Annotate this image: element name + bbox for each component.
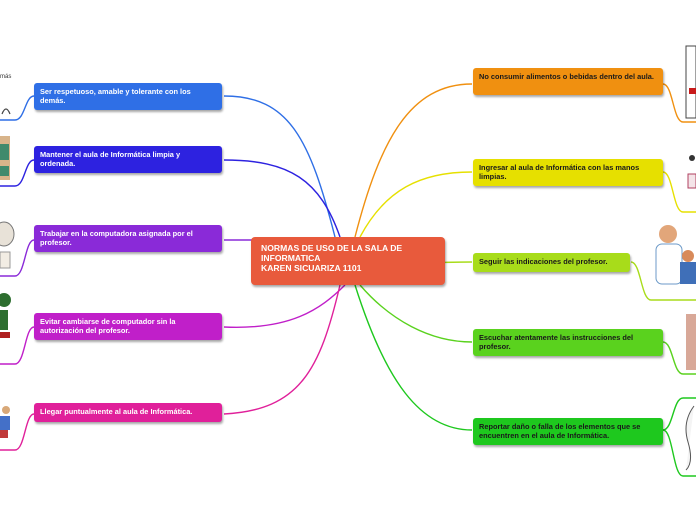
topic-label: Reportar daño o falla de los elementos q… [479,422,640,440]
edge-text-top-left: más [0,74,11,80]
topic-label: No consumir alimentos o bebidas dentro d… [479,72,654,81]
report-clipart-icon [682,402,696,472]
no-food-clipart-icon [684,44,696,120]
topic-no-switching[interactable]: Evitar cambiarse de computador sin la au… [34,313,222,340]
topic-label: Trabajar en la computadora asignada por … [40,229,193,247]
link-left-1 [224,96,335,237]
teacher-clipart-icon [650,222,696,298]
topic-label: Ser respetuoso, amable y tolerante con l… [40,87,191,105]
topic-assigned-computer[interactable]: Trabajar en la computadora asignada por … [34,225,222,252]
central-title-line-1: NORMAS DE USO DE LA SALA DE [261,243,435,253]
topic-label: Mantener el aula de Informática limpia y… [40,150,180,168]
link-right-1 [355,84,472,237]
topic-respect[interactable]: Ser respetuoso, amable y tolerante con l… [34,83,222,110]
topic-label: Evitar cambiarse de computador sin la au… [40,317,176,335]
topic-listen[interactable]: Escuchar atentamente las instrucciones d… [473,329,663,356]
topic-follow-instructions[interactable]: Seguir las indicaciones del profesor. [473,253,630,272]
running-student-clipart-icon [0,402,14,444]
topic-no-food[interactable]: No consumir alimentos o bebidas dentro d… [473,68,663,95]
central-topic[interactable]: NORMAS DE USO DE LA SALA DE INFORMATICA … [251,237,445,285]
topic-label: Ingresar al aula de Informática con las … [479,163,639,181]
link-right-5 [355,285,472,430]
topic-clean-room[interactable]: Mantener el aula de Informática limpia y… [34,146,222,173]
topic-label: Llegar puntualmente al aula de Informáti… [40,407,192,416]
topic-label: Escuchar atentamente las instrucciones d… [479,333,633,351]
link-left-4 [224,285,345,327]
central-title-line-2: INFORMATICA [261,253,435,263]
topic-clean-hands[interactable]: Ingresar al aula de Informática con las … [473,159,663,186]
hand-wash-clipart-icon [684,150,696,208]
listening-clipart-icon [686,312,696,372]
link-right-4 [360,285,472,342]
central-title-line-3: KAREN SICUARIZA 1101 [261,263,435,273]
chair-clipart-icon [0,290,14,356]
topic-label: Seguir las indicaciones del profesor. [479,257,608,266]
topic-report-damage[interactable]: Reportar daño o falla de los elementos q… [473,418,663,445]
link-right-2 [360,172,472,237]
link-left-2 [224,160,340,237]
classroom-clipart-icon [0,134,12,184]
respect-clipart-icon [0,100,12,118]
computer-clipart-icon [0,212,16,274]
topic-punctuality[interactable]: Llegar puntualmente al aula de Informáti… [34,403,222,422]
